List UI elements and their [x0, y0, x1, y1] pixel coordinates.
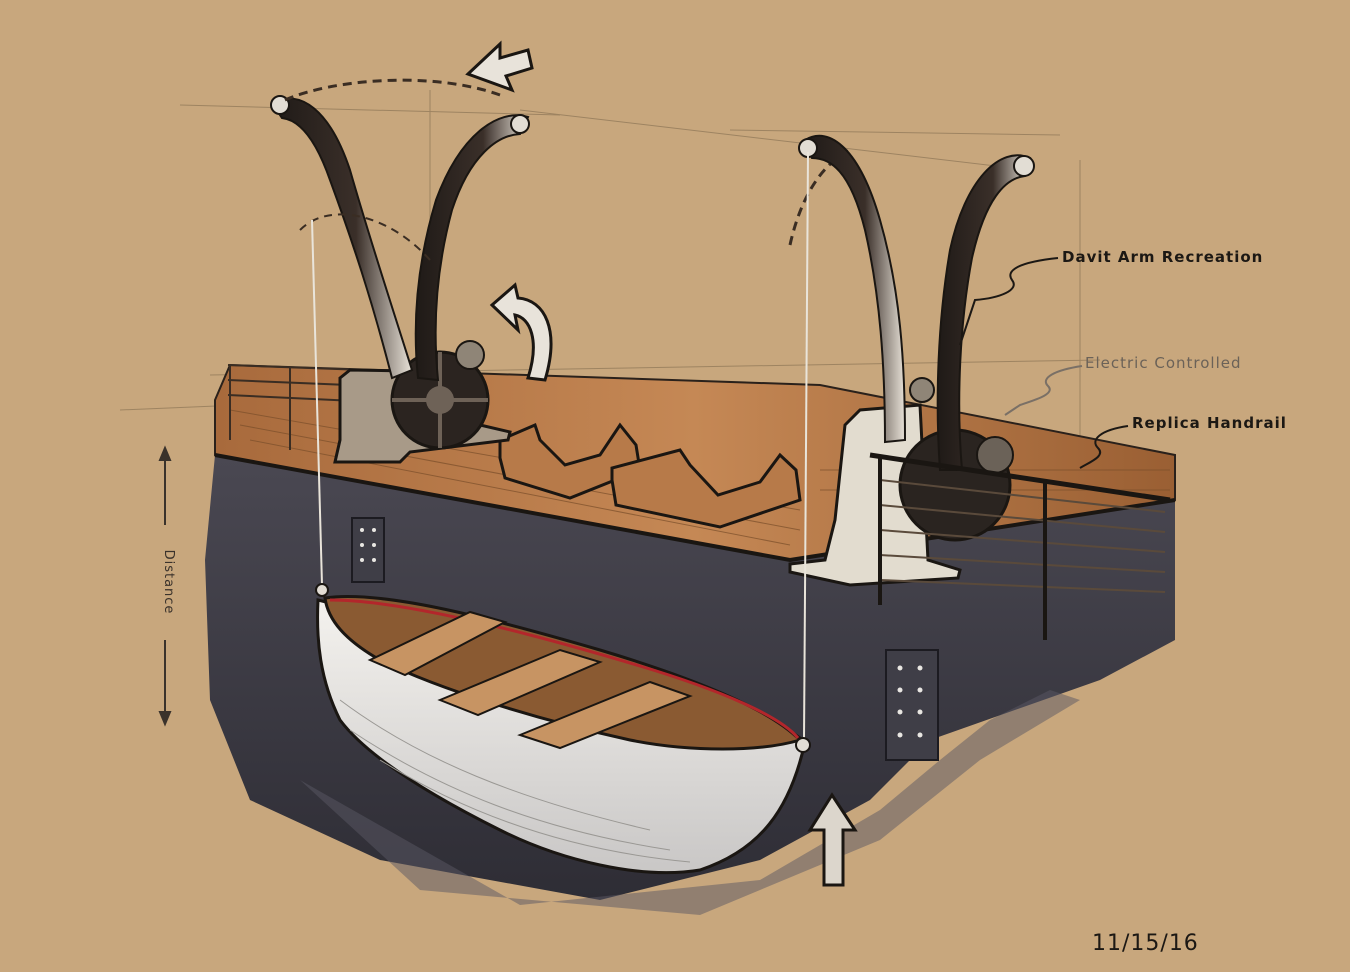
lifeboat — [315, 583, 811, 875]
annotation-handrail: Replica Handrail — [1132, 414, 1287, 432]
swing-path-left — [284, 78, 501, 102]
falls-ropes — [311, 151, 809, 741]
hull-plates — [351, 517, 939, 761]
left-davit — [270, 95, 530, 464]
plate-rivets — [360, 528, 923, 738]
distance-label: Distance — [161, 550, 176, 615]
front-handrail — [869, 452, 1171, 640]
annotation-davit-arm: Davit Arm Recreation — [1062, 248, 1263, 266]
distance-indicator — [158, 445, 172, 727]
boat-chocks — [498, 422, 802, 529]
sketch-date: 11/15/16 — [1092, 931, 1199, 956]
right-davit — [788, 134, 1035, 587]
rotation-arrow-icon — [489, 282, 553, 382]
annotation-leaders — [959, 257, 1129, 469]
lift-arrow-icon — [807, 792, 858, 887]
hull-shadow — [300, 690, 1080, 915]
arrow-swing-icon — [465, 40, 534, 93]
annotation-electric: Electric Controlled — [1085, 354, 1242, 372]
